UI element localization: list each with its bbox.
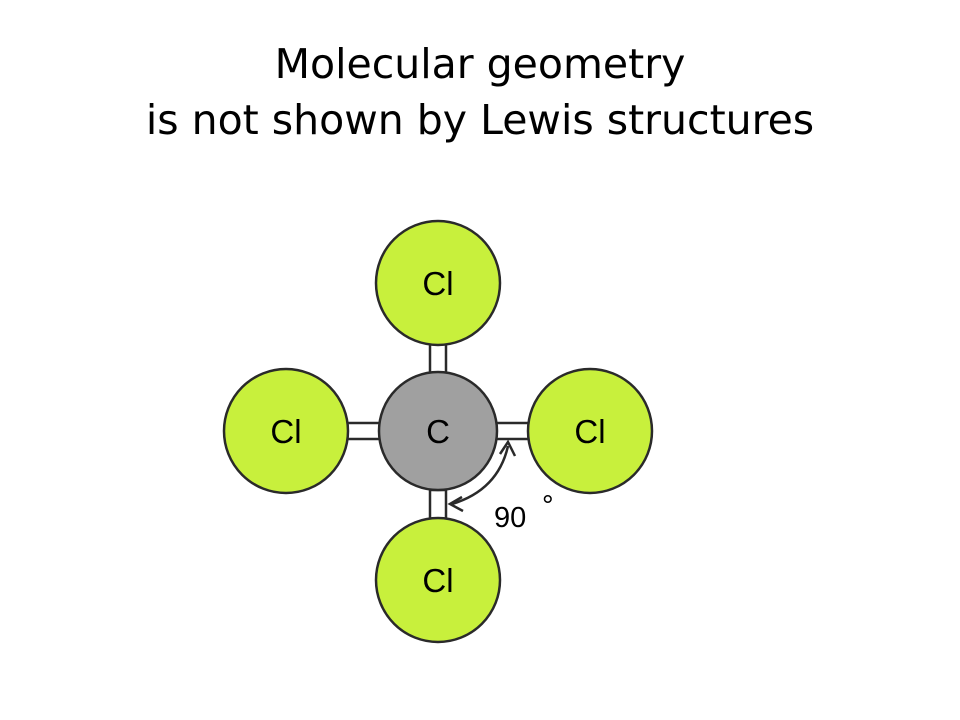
- bond-left: [344, 421, 384, 441]
- degree-symbol: °: [542, 490, 554, 522]
- atom-cl-bottom: Cl: [374, 516, 502, 644]
- atom-label-c: C: [426, 413, 450, 450]
- atom-label-cl-left: Cl: [270, 413, 301, 450]
- atom-cl-right: Cl: [526, 367, 654, 495]
- slide-title: Molecular geometry is not shown by Lewis…: [0, 36, 960, 148]
- atom-label-cl-bottom: Cl: [422, 562, 453, 599]
- atom-cl-top: Cl: [374, 219, 502, 347]
- angle-label: 90: [494, 502, 526, 534]
- atom-cl-left: Cl: [222, 367, 350, 495]
- arrowhead-up: [498, 439, 517, 457]
- title-line-2: is not shown by Lewis structures: [145, 96, 815, 144]
- angle-value: 90: [494, 502, 526, 534]
- title-line-1: Molecular geometry: [274, 40, 686, 88]
- atom-carbon: C: [377, 370, 499, 492]
- arrowhead-left: [447, 495, 464, 513]
- atom-label-cl-right: Cl: [574, 413, 605, 450]
- atom-label-cl-top: Cl: [422, 265, 453, 302]
- bond-right: [492, 421, 532, 441]
- angle-arrow: [447, 439, 517, 513]
